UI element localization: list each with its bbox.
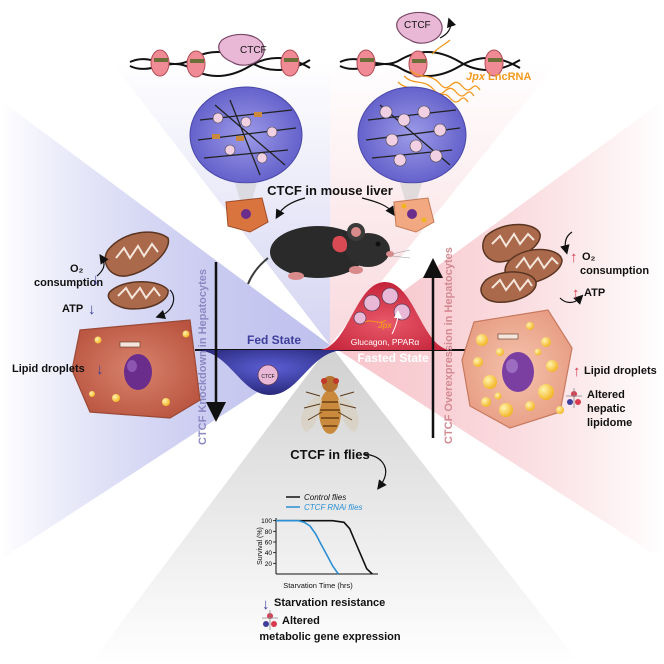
y-tick-label: 80 [265,529,273,536]
y-ticks: 20 40 60 80 100 [261,518,276,568]
jpx-small-label: Jpx [378,321,392,330]
gene-expression-icon [262,610,278,630]
left-o2-down-arrow: ↓ [92,271,100,288]
metabolic-gene-label: metabolic gene expression [259,631,400,643]
ctcf-label-right: CTCF [404,20,431,31]
right-lipid-label: Lipid droplets [584,365,657,377]
nucleus-left [189,86,303,200]
resistance-down-arrow: ↓ [262,596,270,613]
altered-label: Altered [282,615,320,627]
glucagon-arrow [391,310,402,335]
left-o2-label: O₂ [70,263,84,275]
knockdown-label: CTCF Knockdown in Hepatocytes [197,269,209,445]
ctcf-small-fed-label: CTCF [261,374,274,380]
right-cycle-arrow-1 [560,231,573,255]
ctcf-protein-top-right: CTCF [396,11,457,44]
hepatocyte-left [71,319,201,419]
left-lipid-down-arrow: ↓ [96,361,104,378]
left-atp-label: ATP [62,303,83,315]
glucagon-label: Glucagon, PPARα [351,337,420,347]
right-atp-label: ATP [584,287,605,299]
left-cycle-arrow-2 [155,289,175,320]
left-consumption-label: consumption [34,277,103,289]
arrow-to-right-hepatocyte [361,197,395,216]
right-atp-up-arrow: ↑ [572,285,580,302]
mouse-icon [247,223,411,285]
right-o2-up-arrow: ↑ [570,249,578,266]
right-lipidome-label: lipidome [587,417,632,429]
fasted-state-label: Fasted State [357,351,429,365]
y-tick-label: 40 [265,550,273,557]
left-cycle-arrow-1 [96,254,109,277]
flies-title: CTCF in flies [290,447,369,462]
bottom-sector [90,345,580,664]
x-axis-label: Starvation Time (hrs) [283,581,353,590]
right-cycle-arrow-2 [559,294,584,305]
legend-rnai: CTCF RNAi flies [304,503,363,512]
mitochondria-right [480,223,563,303]
left-atp-down-arrow: ↓ [88,301,96,318]
right-altered-label: Altered [587,389,625,401]
hepatocyte-right [461,309,573,429]
y-tick-label: 20 [265,561,273,568]
left-lipid-label: Lipid droplets [12,363,85,375]
fed-state-label: Fed State [247,333,301,347]
jpx-lncrna-label: Jpx LncRNA [466,71,531,83]
ctcf-label-left: CTCF [240,45,267,56]
right-lipid-up-arrow: ↑ [573,363,581,380]
series-line-rnai [276,519,339,575]
arrow-to-left-hepatocyte [275,197,306,220]
nucleus-right [357,86,467,200]
overexpression-label: CTCF Overexpression in Hepatocytes [443,247,455,444]
fasted-state-curve [318,282,452,350]
chromatin-right [339,49,521,78]
mouse-liver-label: CTCF in mouse liver [267,183,393,198]
survival-chart: Control flies CTCF RNAi flies 20 40 60 80 10… [257,493,378,590]
ctcf-small-fed [257,364,279,386]
small-hepatocyte-right [393,197,435,233]
right-hepatic-label: hepatic [587,403,626,415]
fly-icon [301,376,359,434]
ctcf-protein-top-left: CTCF [218,33,267,66]
right-o2-label: O₂ [582,251,596,263]
chart-series [276,519,373,575]
small-hepatocyte-left [225,197,269,233]
legend-control: Control flies [304,493,346,502]
mitochondria-left [104,231,170,310]
y-tick-label: 60 [265,540,273,547]
y-axis-label: Survival (%) [257,527,264,565]
lipidome-icon [566,388,582,408]
starvation-resistance-label: Starvation resistance [274,597,385,609]
y-tick-label: 100 [261,518,272,525]
arrow-to-chart [363,453,387,490]
right-consumption-label: consumption [580,265,649,277]
